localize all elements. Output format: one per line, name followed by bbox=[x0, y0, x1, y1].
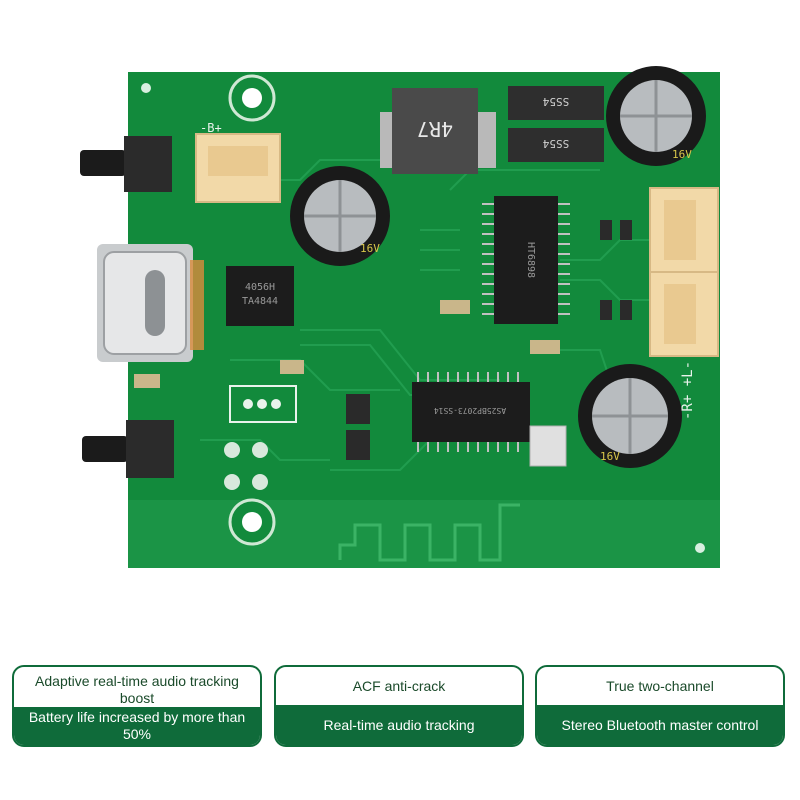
feature-card-1-detail: Battery life increased by more than 50% bbox=[14, 707, 260, 745]
svg-text:16V: 16V bbox=[360, 242, 380, 255]
jst-connectors bbox=[195, 133, 719, 357]
svg-text:16V: 16V bbox=[672, 148, 692, 161]
pcb-product-photo: 4R7 SS54 SS54 16V 16V 16V 4056H TA4844 H… bbox=[80, 66, 720, 568]
feature-card-2-title: ACF anti-crack bbox=[352, 677, 446, 694]
speaker-labels: -R+ +L- bbox=[680, 361, 696, 420]
feature-card-2-detail: Real-time audio tracking bbox=[276, 705, 522, 745]
feature-card-3-detail: Stereo Bluetooth master control bbox=[537, 705, 783, 745]
ic-chips: 4056H TA4844 HT6898 AS25BP2073-SS14 bbox=[226, 196, 570, 467]
svg-text:4R7: 4R7 bbox=[417, 117, 453, 141]
svg-text:HT6898: HT6898 bbox=[525, 242, 536, 278]
feature-card-1: Adaptive real-time audio tracking boost … bbox=[12, 665, 262, 747]
battery-label: -B+ bbox=[200, 121, 222, 135]
antenna-trace bbox=[338, 503, 520, 562]
inductor: 4R7 bbox=[380, 88, 496, 174]
svg-text:SS54: SS54 bbox=[542, 137, 569, 150]
electrolytic-capacitors: 16V 16V 16V bbox=[290, 66, 706, 468]
svg-text:TA4844: TA4844 bbox=[242, 296, 278, 307]
svg-text:SS54: SS54 bbox=[542, 95, 569, 108]
mounting-holes bbox=[141, 74, 705, 553]
feature-card-3-title: True two-channel bbox=[606, 677, 714, 694]
feature-card-1-title: Adaptive real-time audio tracking boost bbox=[35, 673, 239, 706]
feature-card-2: ACF anti-crack Real-time audio tracking bbox=[274, 665, 524, 747]
schottky-diodes: SS54 SS54 bbox=[508, 86, 604, 162]
svg-text:AS25BP2073-SS14: AS25BP2073-SS14 bbox=[434, 406, 506, 415]
feature-card-3: True two-channel Stereo Bluetooth master… bbox=[535, 665, 785, 747]
svg-text:4056H: 4056H bbox=[245, 282, 275, 293]
smd-components bbox=[134, 220, 632, 460]
svg-text:16V: 16V bbox=[600, 450, 620, 463]
usb-c-port bbox=[97, 244, 204, 362]
tact-switches bbox=[80, 136, 174, 478]
